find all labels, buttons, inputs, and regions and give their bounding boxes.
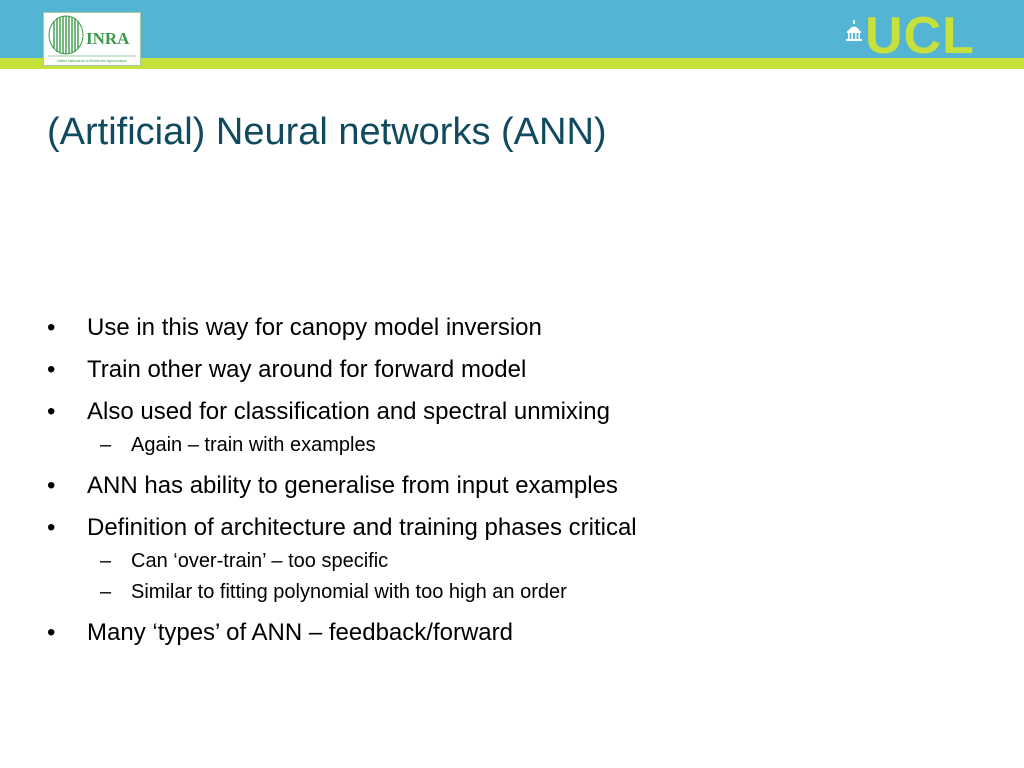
- bullet-marker: •: [47, 356, 56, 383]
- bullet-item: • Definition of architecture and training…: [47, 509, 987, 546]
- ucl-dome-icon: [846, 20, 862, 41]
- slide-title: (Artificial) Neural networks (ANN): [47, 111, 607, 153]
- inra-wheat-mark: [48, 15, 84, 55]
- bullet-marker: •: [47, 514, 56, 541]
- bullet-text: Also used for classification and spectra…: [87, 398, 610, 425]
- sub-bullet-item: –Similar to fitting polynomial with too …: [47, 578, 987, 606]
- bullet-item: • Many ‘types’ of ANN – feedback/forward: [47, 614, 987, 651]
- dash-marker: –: [100, 550, 112, 572]
- header-stripe: [0, 58, 1024, 69]
- sub-bullet-item: –Can ‘over-train’ – too specific: [47, 547, 987, 575]
- bullet-item: • Train other way around for forward mode…: [47, 351, 987, 388]
- bullet-item: • Use in this way for canopy model invers…: [47, 309, 987, 346]
- ucl-logo: UCL: [843, 8, 993, 64]
- bullet-marker: •: [47, 619, 56, 646]
- inra-logo: INRA Institut National de la Recherche A…: [43, 12, 141, 66]
- bullet-text: Many ‘types’ of ANN – feedback/forward: [87, 619, 513, 646]
- inra-wordmark: INRA: [86, 29, 130, 48]
- ucl-wordmark: UCL: [865, 7, 975, 65]
- dash-marker: –: [100, 434, 112, 456]
- bullet-marker: •: [47, 472, 56, 499]
- bullet-text: Train other way around for forward model: [87, 356, 527, 383]
- bullet-marker: •: [47, 398, 56, 425]
- bullet-marker: •: [47, 314, 56, 341]
- bullet-list: • Use in this way for canopy model invers…: [47, 309, 987, 656]
- bullet-text: Definition of architecture and training …: [87, 514, 637, 541]
- dash-marker: –: [100, 581, 112, 603]
- bullet-text: Use in this way for canopy model inversi…: [87, 314, 542, 341]
- bullet-text: ANN has ability to generalise from input…: [87, 472, 618, 499]
- sub-bullet-text: Can ‘over-train’ – too specific: [131, 550, 389, 572]
- bullet-item: • ANN has ability to generalise from inpu…: [47, 467, 987, 504]
- inra-tagline: Institut National de la Recherche Agrono…: [57, 59, 127, 63]
- sub-bullet-text: Again – train with examples: [131, 434, 376, 456]
- bullet-item: • Also used for classification and spectr…: [47, 393, 987, 430]
- sub-bullet-text: Similar to fitting polynomial with too h…: [131, 581, 567, 603]
- sub-bullet-item: –Again – train with examples: [47, 431, 987, 459]
